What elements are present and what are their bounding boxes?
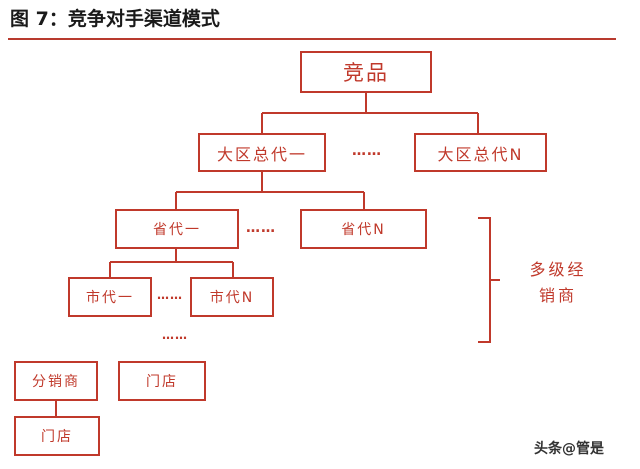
node-city-n: 市代N <box>190 277 274 317</box>
title-divider <box>8 38 616 40</box>
source-watermark: 头条@管是 <box>534 441 604 457</box>
ellipsis-city: …… <box>157 288 183 302</box>
node-province-n: 省代N <box>300 209 427 249</box>
brace-label-line-2: 销商 <box>538 286 577 305</box>
brace-label-line-1: 多级经 <box>529 260 587 279</box>
node-region-n: 大区总代N <box>414 133 547 172</box>
ellipsis-province: …… <box>246 220 276 236</box>
brace-bracket <box>478 217 491 343</box>
node-store-direct: 门店 <box>118 361 206 401</box>
ellipsis-lower: …… <box>162 328 188 342</box>
ellipsis-region: …… <box>352 143 382 159</box>
node-province-first: 省代一 <box>115 209 239 249</box>
node-region-first: 大区总代一 <box>198 133 326 172</box>
node-store-under-distributor: 门店 <box>14 416 100 456</box>
node-distributor: 分销商 <box>14 361 98 401</box>
multi-level-dealers-label: 多级经 销商 <box>524 257 592 309</box>
node-competitor: 竞品 <box>300 51 432 93</box>
page-title: 图 7：竞争对手渠道模式 <box>10 8 220 30</box>
node-city-first: 市代一 <box>68 277 152 317</box>
